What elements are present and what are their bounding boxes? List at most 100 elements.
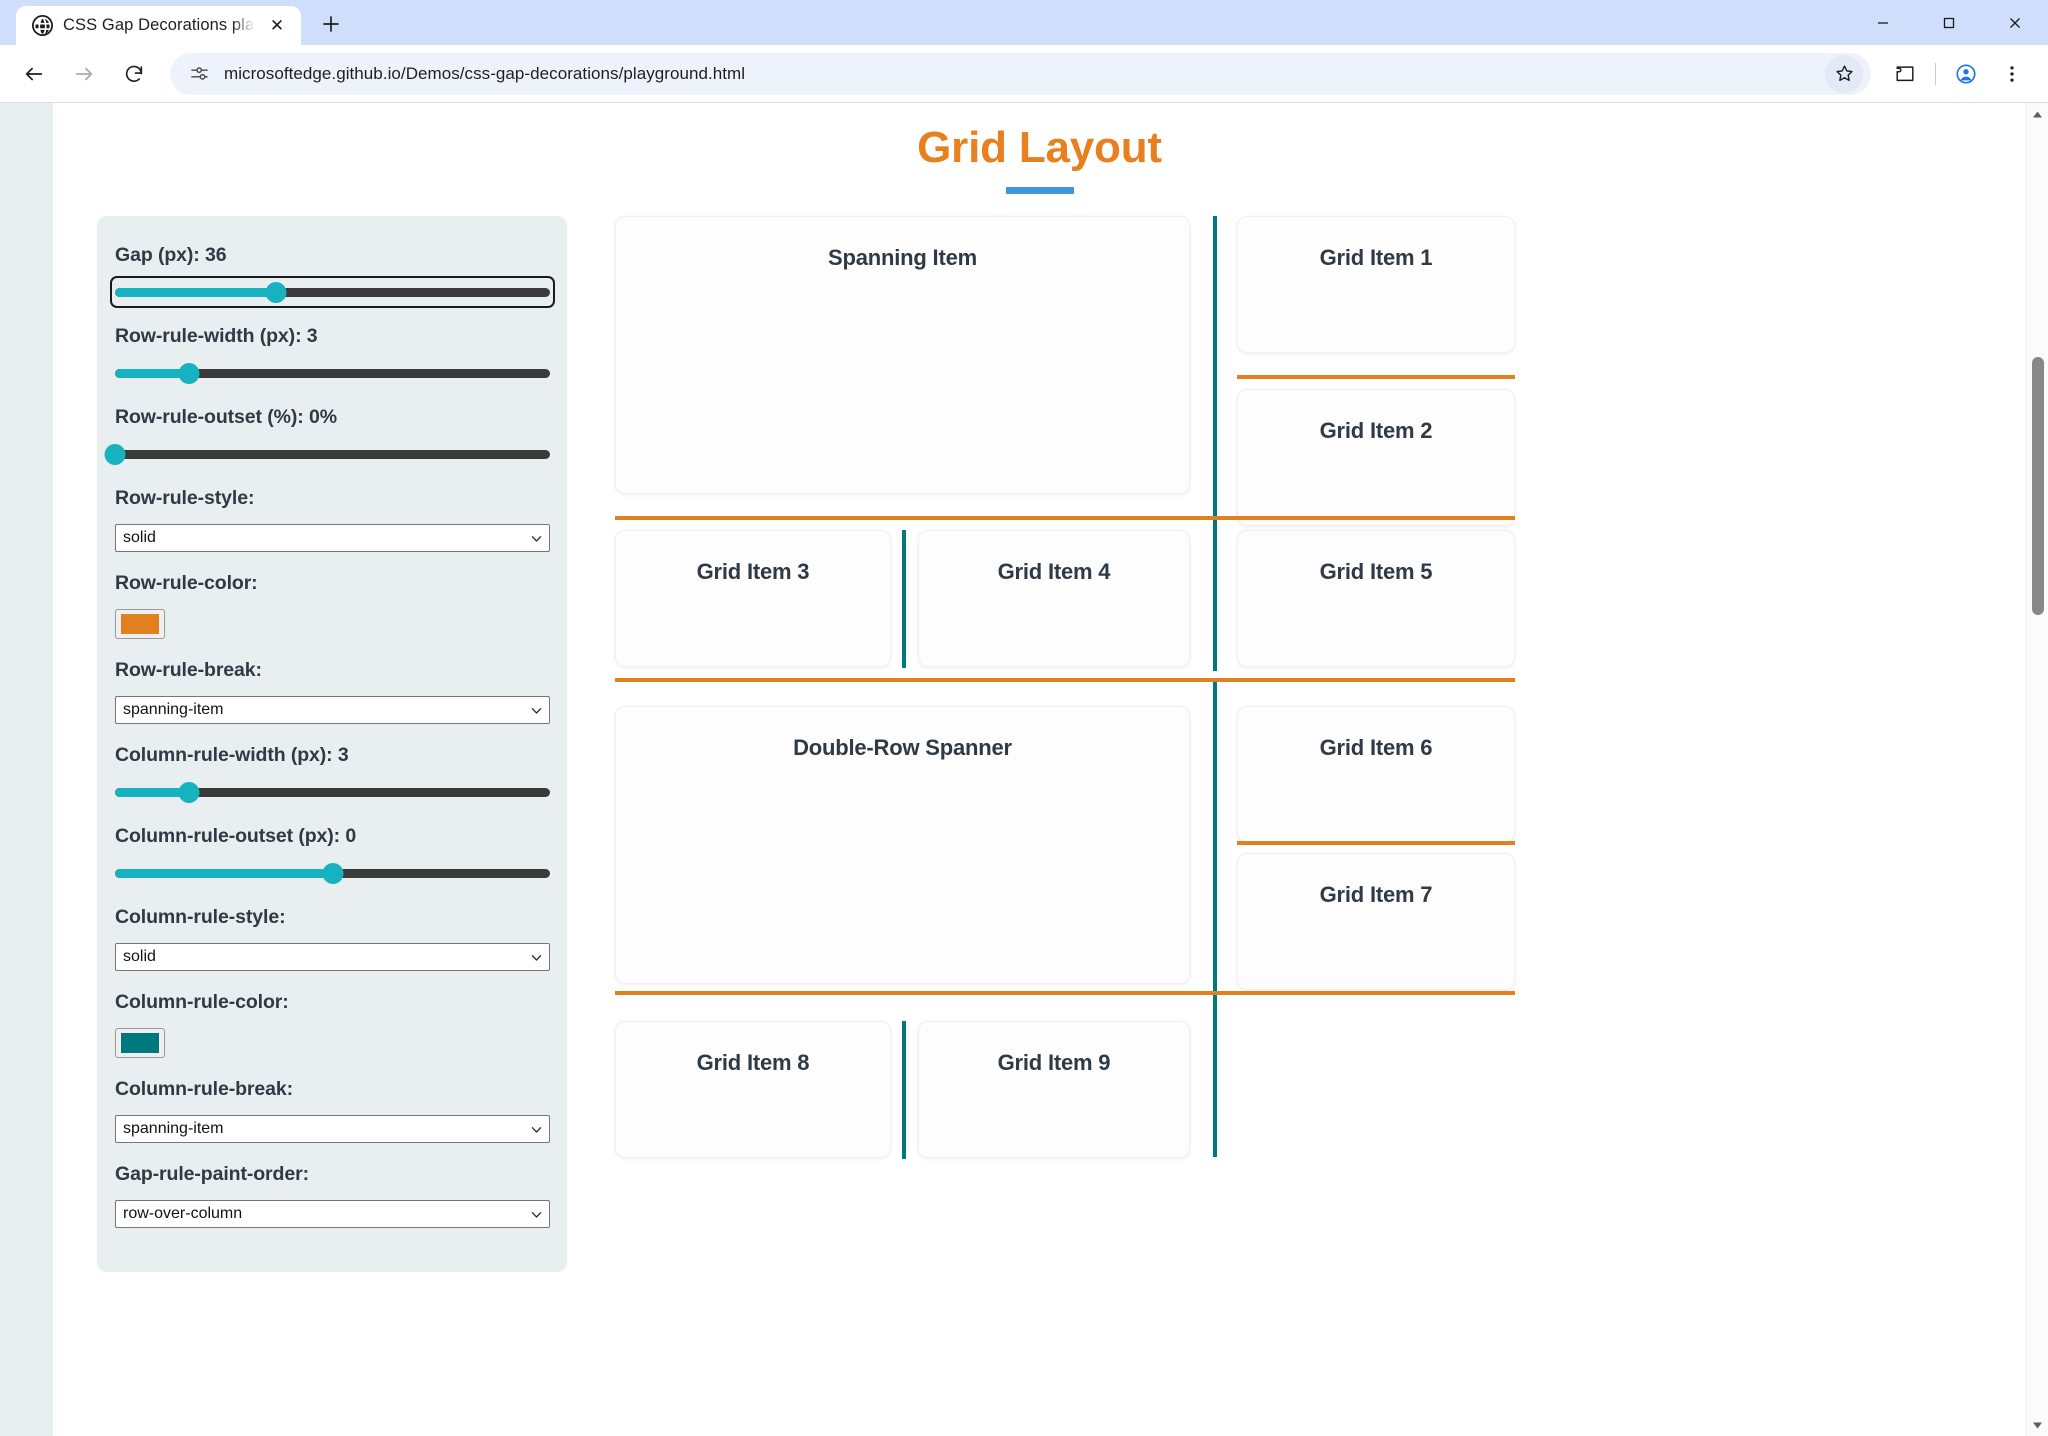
browser-title-bar: CSS Gap Decorations playground ✕: [0, 0, 2048, 45]
select-dropdown[interactable]: solid: [115, 943, 550, 971]
slider-thumb[interactable]: [322, 862, 343, 884]
control-group: Column-rule-outset (px): 0: [115, 825, 550, 884]
range-slider[interactable]: [115, 781, 550, 803]
page-layout: Gap (px): 36 Row-rule-width (px): 3 Row-ru…: [53, 194, 2026, 1272]
range-slider[interactable]: [110, 276, 555, 308]
reload-button[interactable]: [110, 50, 158, 98]
grid-item: Grid Item 9: [918, 1021, 1190, 1158]
control-group: Column-rule-color:: [115, 991, 549, 1058]
slider-thumb[interactable]: [104, 443, 126, 465]
column-rule: [902, 1021, 906, 1159]
browser-toolbar: microsoftedge.github.io/Demos/css-gap-de…: [0, 45, 2048, 102]
tab-strip: CSS Gap Decorations playground ✕: [0, 0, 1850, 45]
grid-item: Spanning Item: [615, 216, 1190, 494]
control-group: Row-rule-width (px): 3: [115, 325, 550, 384]
select-value: spanning-item: [123, 701, 224, 718]
control-label: Column-rule-break:: [115, 1078, 294, 1100]
close-icon[interactable]: ✕: [269, 15, 285, 35]
page-viewport: Grid Layout Gap (px): 36 Row-rule-width (…: [0, 102, 2048, 1436]
control-group: Column-rule-break: spanning-item: [115, 1078, 550, 1143]
color-picker[interactable]: [115, 1028, 165, 1058]
reload-icon: [125, 65, 143, 82]
forward-button[interactable]: [60, 50, 108, 98]
minimize-button[interactable]: [1850, 0, 1916, 45]
select-value: solid: [123, 948, 156, 965]
control-label: Column-rule-width (px): 3: [115, 744, 349, 766]
slider-track: [115, 368, 550, 378]
color-swatch: [121, 614, 159, 634]
window-controls: [1850, 0, 2048, 45]
select-dropdown[interactable]: spanning-item: [115, 696, 550, 724]
grid-item: Grid Item 7: [1237, 853, 1515, 990]
color-swatch: [121, 1033, 159, 1053]
slider-fill: [115, 787, 189, 797]
site-settings-icon[interactable]: [184, 59, 214, 89]
star-icon[interactable]: [1825, 54, 1863, 93]
toolbar-divider: [1935, 62, 1936, 85]
slider-thumb[interactable]: [178, 781, 200, 803]
column-rule: [1213, 682, 1217, 1157]
select-value: spanning-item: [123, 1120, 224, 1137]
new-tab-button[interactable]: [311, 4, 351, 44]
grid-item: Grid Item 3: [615, 530, 891, 667]
three-dots-menu-icon[interactable]: [1990, 52, 2034, 96]
browser-tab[interactable]: CSS Gap Decorations playground ✕: [16, 6, 301, 45]
chevron-down-icon: [531, 954, 542, 961]
extensions-button[interactable]: [1883, 52, 1927, 96]
select-dropdown[interactable]: solid: [115, 524, 550, 552]
control-group: Gap-rule-paint-order:row-over-column: [115, 1163, 550, 1228]
grid-item-label: Grid Item 4: [997, 559, 1111, 584]
grid-item: Grid Item 4: [918, 530, 1190, 667]
slider-track: [115, 449, 550, 459]
select-dropdown[interactable]: spanning-item: [115, 1115, 550, 1143]
maximize-button[interactable]: [1916, 0, 1982, 45]
row-rule: [615, 678, 1515, 682]
globe-icon: [32, 15, 53, 36]
control-label: Gap (px): 36: [115, 244, 227, 266]
scrollbar-track[interactable]: [2027, 125, 2048, 1414]
control-group: Row-rule-style: solid: [115, 487, 550, 552]
range-slider[interactable]: [115, 362, 550, 384]
chevron-down-icon: [531, 1126, 542, 1133]
profile-avatar-icon[interactable]: [1944, 52, 1988, 96]
row-rule: [1237, 841, 1515, 845]
address-bar[interactable]: microsoftedge.github.io/Demos/css-gap-de…: [170, 52, 1871, 95]
column-rule: [1213, 216, 1217, 671]
scroll-up-arrow[interactable]: [2027, 103, 2048, 125]
window-close-button[interactable]: [1982, 0, 2048, 45]
chevron-down-icon: [531, 535, 542, 542]
page-scrollbar[interactable]: [2026, 103, 2048, 1436]
scroll-down-arrow[interactable]: [2027, 1414, 2048, 1436]
back-button[interactable]: [10, 50, 58, 98]
control-group: Column-rule-style:solid: [115, 906, 550, 971]
grid-item-label: Spanning Item: [828, 245, 977, 270]
slider-thumb[interactable]: [178, 362, 200, 384]
page-title-block: Grid Layout: [53, 103, 2026, 194]
slider-thumb[interactable]: [265, 281, 287, 303]
column-rule: [902, 530, 906, 668]
grid-item: Grid Item 2: [1237, 389, 1515, 526]
grid-item-label: Grid Item 7: [1319, 882, 1433, 907]
page-content: Grid Layout Gap (px): 36 Row-rule-width (…: [53, 103, 2026, 1436]
chevron-down-icon: [531, 1211, 542, 1218]
control-label: Row-rule-color:: [115, 572, 258, 594]
slider-track: [115, 287, 550, 297]
slider-fill: [115, 368, 189, 378]
range-slider[interactable]: [104, 443, 550, 465]
color-picker[interactable]: [115, 609, 165, 639]
control-label: Row-rule-style:: [115, 487, 255, 509]
control-group: Row-rule-outset (%): 0%: [104, 406, 550, 465]
row-rule: [1237, 375, 1515, 379]
scrollbar-thumb[interactable]: [2031, 357, 2044, 615]
grid-item-label: Grid Item 1: [1319, 245, 1433, 270]
controls-panel: Gap (px): 36 Row-rule-width (px): 3 Row-ru…: [97, 216, 567, 1272]
select-dropdown[interactable]: row-over-column: [115, 1200, 550, 1228]
grid-item: Grid Item 5: [1237, 530, 1515, 667]
range-slider[interactable]: [115, 862, 550, 884]
grid-item: Grid Item 6: [1237, 706, 1515, 843]
close-icon: [2010, 17, 2020, 28]
slider-track: [115, 787, 550, 797]
page-left-gutter: [0, 103, 53, 1436]
